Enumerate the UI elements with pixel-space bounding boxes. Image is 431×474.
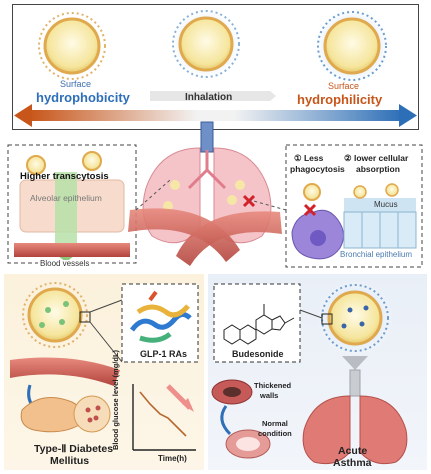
higher-transcytosis-label: Higher transcytosis bbox=[20, 171, 109, 182]
hydrophobicity-label: hydrophobicity bbox=[36, 90, 130, 105]
absorption-label: absorption bbox=[356, 164, 400, 174]
glp1-box bbox=[121, 283, 199, 363]
thickened-airway bbox=[211, 379, 253, 405]
blood-vessels-label: Blood vessels bbox=[38, 259, 92, 268]
islet-cell bbox=[73, 395, 111, 433]
hydrophilicity-label: hydrophilicity bbox=[297, 92, 383, 107]
inhalation-arrow bbox=[150, 91, 276, 101]
glucose-ylabel-line1: Blood glucose level bbox=[111, 379, 120, 450]
cross-icon bbox=[242, 194, 256, 208]
cross-icon bbox=[303, 203, 317, 217]
inhalation-label: Inhalation bbox=[185, 92, 233, 103]
nanoparticle-intermediate bbox=[170, 8, 242, 80]
hydrophobicity-arrow bbox=[14, 104, 417, 127]
asthma-label-2: Asthma bbox=[333, 457, 372, 469]
nanoparticle-hydrophobic bbox=[38, 12, 106, 80]
bronchial-epithelium-label: Bronchial epithelium bbox=[340, 250, 413, 259]
less-phagocytosis-label: ① Less bbox=[294, 153, 324, 163]
mucus-label: Mucus bbox=[374, 200, 398, 209]
normal-condition-label-1: Normal bbox=[262, 419, 288, 428]
normal-airway bbox=[225, 429, 271, 459]
normal-condition-label-2: condition bbox=[258, 429, 292, 438]
time-xlabel: Time(h) bbox=[158, 454, 187, 463]
diabetes-label-2: Mellitus bbox=[50, 455, 90, 467]
glucose-ylabel-line2: (mg/dL) bbox=[111, 349, 120, 378]
macrophage bbox=[291, 209, 344, 260]
diabetes-label-1: Type-Ⅱ Diabetes bbox=[34, 443, 114, 455]
trachea bbox=[200, 121, 214, 153]
blood-vessel-band bbox=[176, 211, 282, 266]
protein-structure bbox=[129, 290, 192, 343]
alveolar-epithelium-label: Alveolar epithelium bbox=[30, 193, 102, 203]
phagocytosis-label: phagocytosis bbox=[290, 164, 345, 174]
thickened-walls-label-2: walls bbox=[260, 391, 279, 400]
lower-absorption-label: ② lower cellular bbox=[344, 153, 409, 163]
glucose-plot bbox=[132, 384, 196, 451]
surface-label-left: Surface bbox=[60, 79, 92, 89]
nanoparticle-hydrophilic bbox=[312, 6, 392, 86]
budesonide-structure bbox=[223, 304, 295, 345]
surface-label-right: Surface bbox=[328, 81, 360, 91]
asthma-lungs bbox=[302, 369, 408, 465]
top-panel bbox=[12, 4, 419, 130]
budesonide-label: Budesonide bbox=[232, 349, 284, 359]
blood-vessel-band bbox=[128, 208, 240, 262]
curved-arrow-icon bbox=[220, 405, 232, 436]
asthma-label-1: Acute bbox=[338, 445, 368, 457]
thickened-walls-label-1: Thickened bbox=[254, 381, 292, 390]
glucose-ylabel: Blood glucose level (mg/dL) bbox=[111, 349, 120, 450]
bronchial-epithelium bbox=[343, 211, 417, 249]
glp1-label: GLP-1 RAs bbox=[140, 349, 188, 359]
